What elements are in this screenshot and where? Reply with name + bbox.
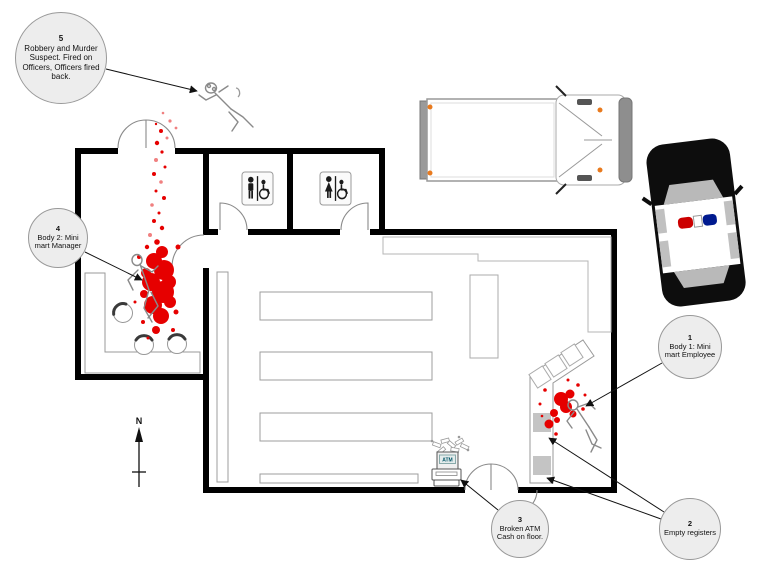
checkout-counter-sections [528,343,584,389]
callout-2-leader [548,437,665,513]
walls [75,148,617,493]
empty-register [533,456,551,475]
blood-trail [144,111,178,250]
body-employee [566,399,602,453]
atm-machine-icon: ATM [431,451,462,487]
left-room-side-door [171,234,205,268]
callout-text: Broken ATM Cash on floor. [496,523,544,542]
callout-number: 4 [55,223,61,233]
wall-segment [248,229,340,235]
callout-3-leader [460,479,499,511]
wall-segment [75,148,118,154]
chair [134,334,154,355]
callout-broken-atm: 3 Broken ATM Cash on floor. [491,500,549,558]
double-door-left-room [145,119,176,149]
wall-segment [611,229,617,487]
north-arrow-icon: N [132,416,146,487]
callout-leaders [84,68,665,520]
wall-counter [382,236,612,333]
shelf-vertical-left [216,271,229,483]
callout-4-leader [84,251,143,281]
chair [112,302,133,323]
wall-segment [379,229,617,235]
callout-number: 5 [58,34,64,44]
atm-label: ATM [442,458,452,464]
box-truck-icon [419,85,633,195]
callout-body-1: 1 Body 1: Mini mart Employee [658,315,722,379]
shelf-row [259,291,433,321]
small-object [235,87,241,98]
callout-text: Robbery and Murder Suspect. Fired on Off… [22,43,100,82]
wall-segment [75,148,81,380]
callout-text: Body 1: Mini mart Employee [664,341,716,360]
shelf-row [259,351,433,381]
wall-segment [203,148,209,235]
wall-segment [203,268,209,493]
police-car-icon [641,138,746,307]
callout-1-leader [585,362,663,407]
wall-segment [175,148,209,154]
callout-number: 2 [687,519,693,529]
wall-segment [203,148,385,154]
callout-5-leader [105,68,198,94]
shelf-row [259,412,433,442]
north-label: N [136,416,143,426]
wall-segment [518,487,617,493]
mens-restroom-door [219,202,248,231]
body-suspect [198,82,254,132]
wall-segment [287,148,293,235]
wall-segment [379,148,385,235]
callout-number: 1 [687,332,693,342]
shelf-vertical-right [469,274,499,359]
accessible-mens-restroom-icon [241,171,274,206]
wall-segment [370,229,385,235]
callout-body-2: 4 Body 2: Mini mart Manager [28,208,88,268]
callout-text: Empty registers [663,528,717,537]
callout-text: Body 2: Mini mart Manager [34,232,82,251]
wall-segment [75,374,209,380]
shelf-row-thin [259,473,419,484]
womens-restroom-door [340,202,369,231]
entry-double-door [490,463,519,491]
wall-segment [203,229,218,235]
callout-suspect: 5 Robbery and Murder Suspect. Fired on O… [15,12,107,104]
blood-pool-manager [133,244,181,340]
callout-number: 3 [517,514,523,524]
accessible-womens-restroom-icon [319,171,352,206]
callout-empty-registers: 2 Empty registers [659,498,721,560]
wall-segment [203,487,465,493]
callout-2-leader [546,476,662,520]
chair [167,333,187,354]
double-door-left-room [117,119,147,149]
store-shelves [216,271,499,484]
